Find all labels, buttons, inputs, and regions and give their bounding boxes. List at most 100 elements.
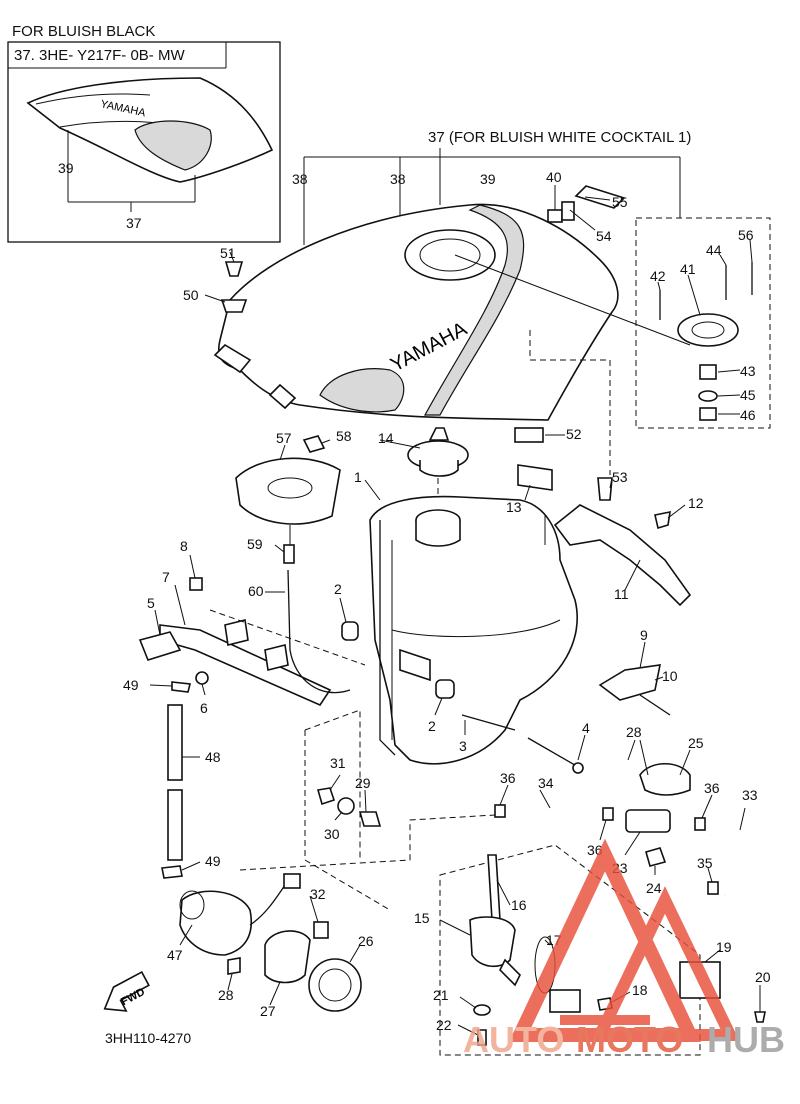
callout-28a: 28 [626, 724, 642, 740]
filler-cap [407, 427, 469, 505]
bluish-black-inset: FOR BLUISH BLACK 37. 3HE- Y217F- 0B- MW … [7, 23, 281, 243]
callout-1: 1 [354, 469, 362, 485]
clip-58 [302, 435, 326, 453]
callout-50: 50 [183, 287, 199, 303]
callout-57: 57 [276, 430, 292, 446]
watermark-hub: HUB [707, 1019, 785, 1060]
top-small-parts [220, 185, 626, 501]
callout-3: 3 [459, 738, 467, 754]
callout-4: 4 [582, 720, 590, 736]
callout-52: 52 [566, 426, 582, 442]
fitting-59 [283, 544, 295, 564]
drain-tube [283, 544, 351, 694]
callout-40: 40 [546, 169, 562, 185]
callout-51: 51 [220, 245, 236, 261]
callout-56: 56 [738, 227, 754, 243]
callout-2b: 2 [428, 718, 436, 734]
inset-title: FOR BLUISH BLACK [12, 23, 155, 40]
callout-15: 15 [414, 910, 430, 926]
callout-19: 19 [716, 939, 732, 955]
washer-50 [220, 299, 248, 313]
callout-55: 55 [612, 194, 628, 210]
front-bracket [138, 577, 366, 707]
callout-6: 6 [200, 700, 208, 716]
inset-label-37: 37 [126, 215, 142, 231]
fuel-tank [341, 495, 584, 774]
callout-32: 32 [310, 886, 326, 902]
clamp-36b [602, 807, 614, 821]
callout-33: 33 [742, 787, 758, 803]
cap-flange [677, 313, 739, 347]
damper-40 [547, 209, 563, 223]
damper-26 [308, 958, 362, 1012]
bolt-12 [654, 510, 671, 530]
fuel-cock-body [469, 916, 516, 968]
callout-7: 7 [162, 569, 170, 585]
callout-leaders [149, 185, 761, 1036]
watermark-logo [508, 838, 740, 1042]
washer-45 [698, 390, 718, 402]
gasket [235, 435, 341, 545]
callout-31: 31 [330, 755, 346, 771]
callout-59: 59 [247, 536, 263, 552]
clamp-49a [171, 681, 191, 693]
callout-58: 58 [336, 428, 352, 444]
plate-18 [549, 989, 581, 1013]
fuel-pump [179, 873, 301, 956]
callout-38a: 38 [292, 171, 308, 187]
callout-34: 34 [538, 775, 554, 791]
callout-54: 54 [596, 228, 612, 244]
callout-46: 46 [740, 407, 756, 423]
callout-20: 20 [755, 969, 771, 985]
callout-35: 35 [697, 855, 713, 871]
diagram-code: 3HH110-4270 [105, 1030, 191, 1046]
clamp-36a [494, 804, 506, 818]
callout-42: 42 [650, 268, 666, 284]
bracket-24 [645, 847, 667, 867]
callout-44: 44 [706, 242, 722, 258]
damper-13 [517, 464, 553, 491]
callout-8: 8 [180, 538, 188, 554]
callout-24: 24 [646, 880, 662, 896]
callout-28b: 28 [218, 987, 234, 1003]
main-heading: 37 (FOR BLUISH WHITE COCKTAIL 1) [428, 129, 691, 146]
clamp-35 [707, 881, 719, 895]
callout-29: 29 [355, 775, 371, 791]
damper-9 [598, 664, 662, 701]
washer-21 [473, 1004, 491, 1016]
tank-cover: YAMAHA [213, 203, 619, 421]
callout-41: 41 [680, 261, 696, 277]
screw-28b [227, 957, 241, 975]
clamp-36c [694, 817, 706, 831]
pump-mount [227, 921, 362, 1012]
nut-8 [189, 577, 203, 591]
callout-22: 22 [436, 1017, 452, 1033]
callout-16: 16 [511, 897, 527, 913]
damper-30 [337, 797, 355, 815]
collar-54 [561, 201, 575, 221]
callout-labels: 38 38 39 40 55 54 56 44 42 41 43 45 46 5… [123, 169, 771, 1033]
collar-31 [316, 787, 336, 806]
callout-11: 11 [614, 586, 629, 602]
fwd-arrow: FWD [103, 971, 150, 1012]
watermark-moto: MOTO [576, 1019, 683, 1060]
callout-43: 43 [740, 363, 756, 379]
cap-assembly-box [454, 217, 771, 429]
screw-20 [754, 1011, 766, 1023]
callout-60: 60 [248, 583, 264, 599]
damper-53 [597, 477, 613, 501]
cushion-parts [316, 787, 382, 827]
callout-49a: 49 [123, 677, 139, 693]
callout-14: 14 [378, 430, 394, 446]
inset-part-code: 37. 3HE- Y217F- 0B- MW [14, 47, 185, 64]
callout-12: 12 [688, 495, 704, 511]
callout-21: 21 [433, 987, 449, 1003]
pump-dashed-leaders [239, 709, 496, 911]
band-27 [264, 930, 311, 984]
bracket-9-10 [598, 664, 671, 716]
fuel-filter-23 [625, 809, 671, 833]
callout-53: 53 [612, 469, 628, 485]
grommet-2a [341, 621, 359, 641]
callout-9: 9 [640, 627, 648, 643]
